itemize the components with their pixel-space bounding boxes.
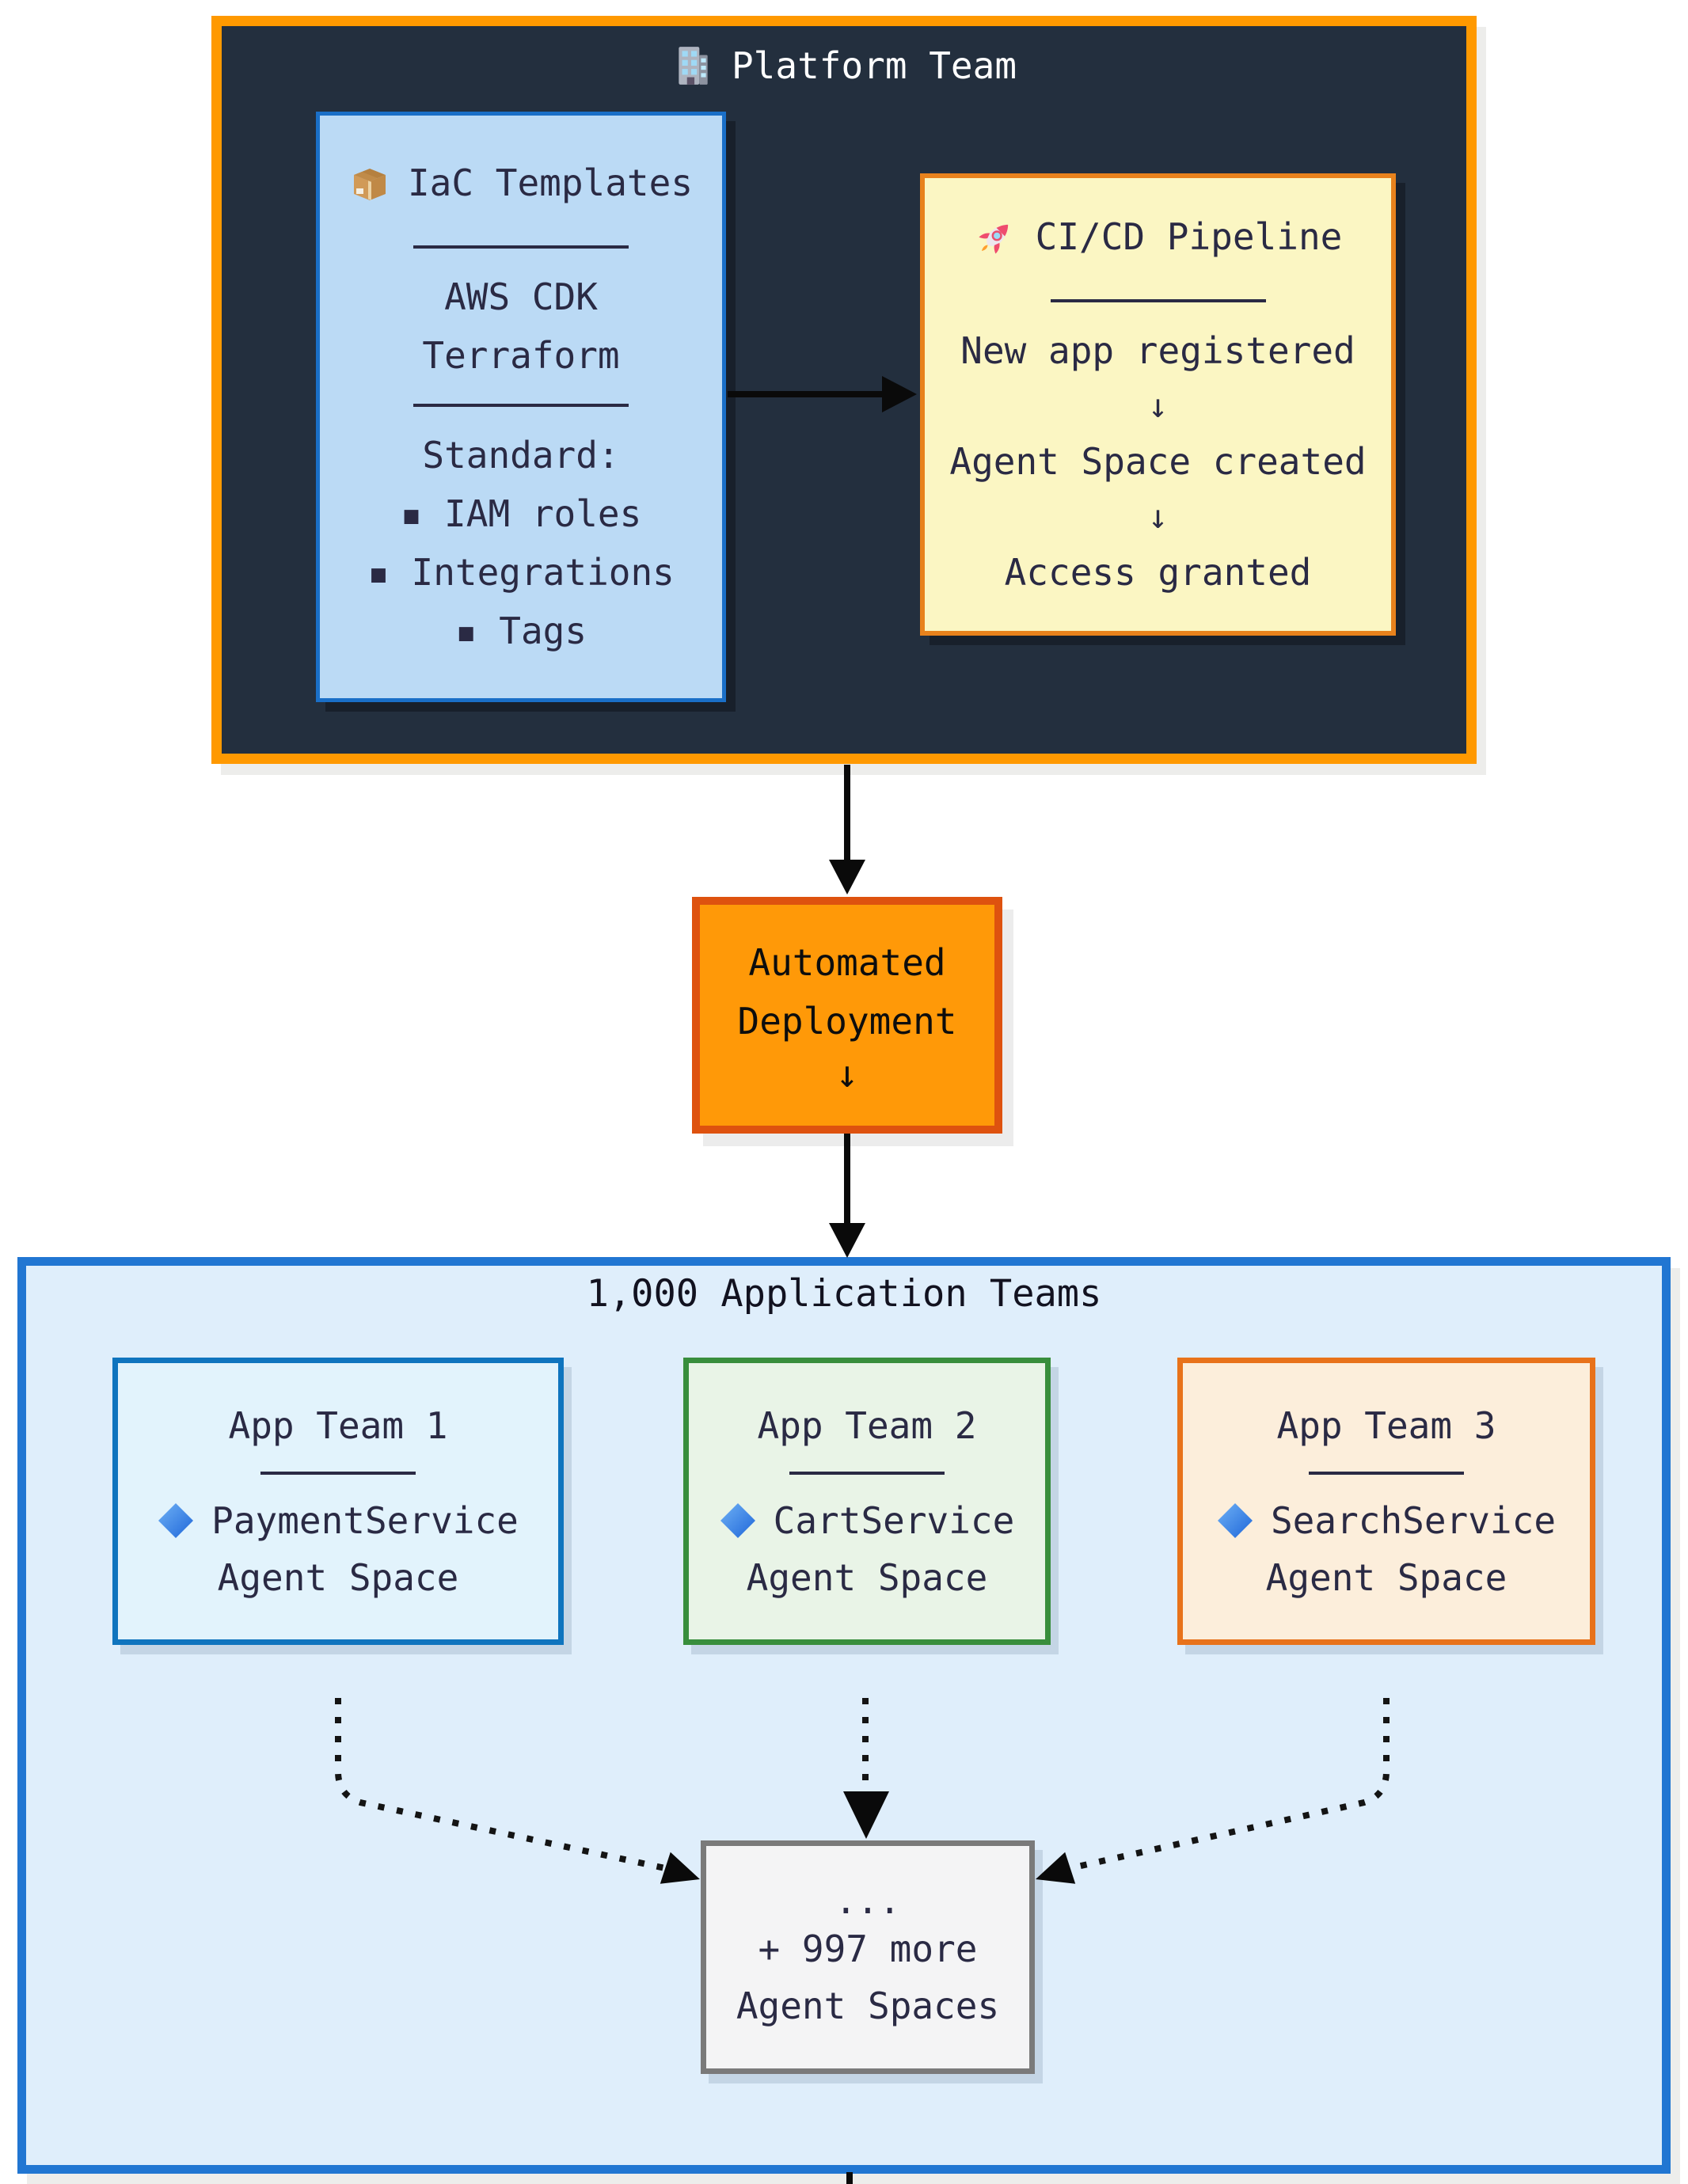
diamond-icon [720, 1502, 756, 1539]
divider [789, 1471, 945, 1475]
divider [413, 245, 629, 249]
divider [1309, 1471, 1464, 1475]
more-count: + 997 more [758, 1927, 978, 1970]
app-team-1-node: App Team 1 PaymentService Agent Space [112, 1358, 564, 1645]
divider [1050, 299, 1266, 302]
iac-standard-line: ▪ Tags [454, 610, 587, 652]
service-row: PaymentService [158, 1492, 519, 1549]
app-team-title: App Team 2 [757, 1403, 977, 1447]
diamond-icon [1217, 1502, 1253, 1539]
divider [260, 1471, 416, 1475]
deployment-arrow-glyph: ↓ [835, 1051, 859, 1096]
more-agent-spaces-node: ... + 997 more Agent Spaces [701, 1840, 1035, 2074]
deployment-line: Deployment [737, 999, 957, 1043]
arrow-deployment-to-teams-head [829, 1223, 865, 1258]
service-name: PaymentService [211, 1498, 519, 1542]
service-row: SearchService [1217, 1492, 1556, 1549]
service-row: CartService [720, 1492, 1015, 1549]
iac-templates-node: IaC Templates AWS CDK Terraform Standard… [316, 112, 726, 702]
cicd-step: Access granted [1004, 551, 1312, 594]
app-team-title: App Team 1 [228, 1403, 448, 1447]
step-arrow: ↓ [1147, 386, 1169, 425]
cicd-step: New app registered [960, 329, 1355, 372]
more-dots: ... [834, 1878, 901, 1922]
step-arrow: ↓ [1147, 497, 1169, 536]
cicd-title-row: CI/CD Pipeline [974, 207, 1343, 266]
agent-space-label: Agent Space [1265, 1555, 1507, 1599]
divider [413, 404, 629, 407]
service-name: SearchService [1270, 1498, 1557, 1542]
cicd-pipeline-node: CI/CD Pipeline New app registered ↓ Agen… [920, 173, 1396, 636]
iac-standard-line: Standard: [422, 434, 620, 477]
diamond-icon [158, 1502, 194, 1539]
automated-deployment-node: Automated Deployment ↓ [692, 897, 1002, 1134]
iac-standard-line: ▪ IAM roles [400, 492, 642, 535]
package-icon [349, 162, 390, 203]
application-teams-group: 1,000 Application Teams App Team 1 Payme… [17, 1257, 1671, 2174]
iac-tool-line: AWS CDK [444, 275, 598, 318]
platform-team-title-row: Platform Team [222, 42, 1466, 89]
teams-title: 1,000 Application Teams [586, 1272, 1102, 1316]
arrow-platform-to-deployment-head [829, 860, 865, 894]
agent-space-label: Agent Space [217, 1555, 459, 1599]
iac-title: IaC Templates [407, 161, 694, 204]
service-name: CartService [773, 1498, 1015, 1542]
iac-title-row: IaC Templates [349, 154, 693, 212]
iac-tool-line: Terraform [422, 334, 620, 377]
app-team-2-node: App Team 2 CartService Agent Space [683, 1358, 1051, 1645]
rocket-icon [974, 215, 1018, 259]
cicd-title: CI/CD Pipeline [1035, 215, 1343, 258]
platform-team-group: Platform Team IaC Templates AWS [211, 16, 1477, 764]
more-label: Agent Spaces [736, 1984, 1000, 2027]
building-icon [671, 44, 714, 87]
app-team-title: App Team 3 [1276, 1403, 1496, 1447]
iac-standard-line: ▪ Integrations [367, 551, 675, 594]
platform-team-title: Platform Team [731, 44, 1017, 87]
agent-space-label: Agent Space [746, 1555, 988, 1599]
app-team-3-node: App Team 3 SearchService Agent Space [1177, 1358, 1595, 1645]
deployment-line: Automated [748, 940, 946, 984]
cicd-step: Agent Space created [949, 440, 1367, 483]
